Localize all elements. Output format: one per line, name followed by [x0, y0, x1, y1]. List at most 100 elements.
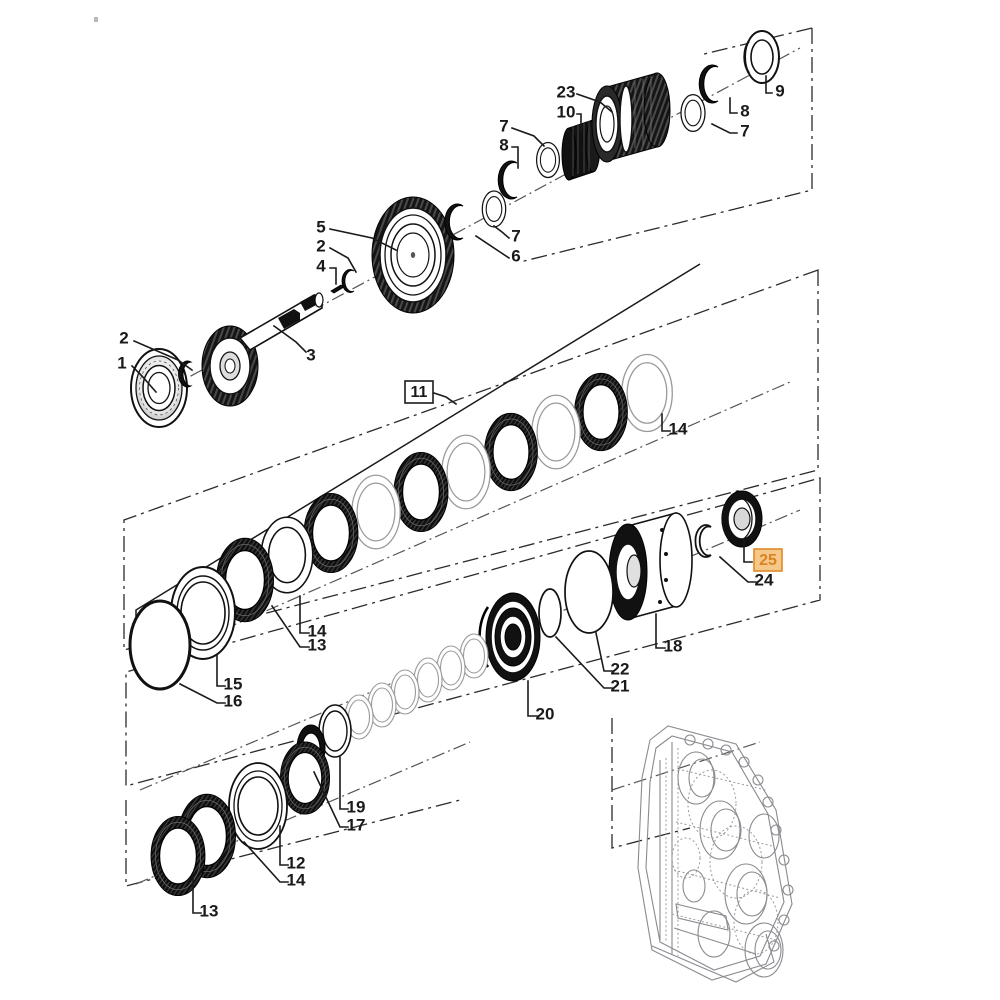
callout-label: 9: [775, 81, 784, 100]
callout-25-highlighted: 25: [753, 548, 783, 572]
callout-label: 7: [499, 116, 508, 135]
callout-label: 10: [557, 102, 576, 121]
part-4-dowel-pin: [330, 284, 345, 294]
leader-22: [595, 632, 613, 672]
callout-20: 20: [536, 704, 555, 723]
callout-7: 7: [499, 116, 508, 135]
part-7-thrust-washer-c: [680, 93, 706, 133]
part-7-thrust-washer: [481, 190, 507, 228]
leader-3: [272, 324, 308, 354]
leader-6: [474, 234, 511, 260]
group-boundaries: [123, 27, 821, 887]
callout-13: 13: [200, 901, 219, 920]
part-9-thrust-washer: [743, 30, 780, 84]
leader-lines: [130, 75, 773, 914]
callout-5: 5: [316, 217, 325, 236]
leader-9: [765, 75, 773, 94]
callout-16: 16: [224, 691, 243, 710]
leader-14b: [299, 595, 310, 634]
axis-lower: [139, 509, 801, 791]
clutch-disc-14c: [441, 434, 491, 510]
axis-middle: [139, 381, 791, 667]
callout-label: 19: [347, 797, 366, 816]
part-20-clutch-piston: [478, 592, 541, 682]
clutch-disc-14d: [351, 474, 401, 550]
callout-label: 20: [536, 704, 555, 723]
callout-3: 3: [306, 345, 315, 364]
callout-label: 18: [664, 636, 683, 655]
callout-12: 12: [287, 853, 306, 872]
callout-19: 19: [347, 797, 366, 816]
clutch-pack-assembly: [128, 353, 673, 691]
leader-13b: [192, 877, 202, 914]
axis-housing: [611, 741, 761, 791]
callout-6: 6: [511, 246, 520, 265]
part-3-shaft-with-gear: [201, 292, 324, 407]
leader-15: [216, 654, 226, 687]
clutch-disc-13b: [483, 412, 539, 492]
callout-label: 2: [316, 236, 325, 255]
callout-7: 7: [740, 121, 749, 140]
part-23-synchronizer-gear: [591, 72, 671, 163]
callout-label: 17: [347, 815, 366, 834]
transmission-housing: [637, 725, 794, 983]
leader-21: [554, 635, 613, 689]
callout-10: 10: [557, 102, 576, 121]
callout-2: 2: [316, 236, 325, 255]
part-10-roller-bearing: [561, 119, 601, 181]
callout-label: 7: [740, 121, 749, 140]
leader-18: [655, 613, 666, 649]
callout-9: 9: [775, 81, 784, 100]
callout-4: 4: [316, 256, 326, 275]
part-2-snap-ring: [178, 360, 193, 388]
bottom-disc-13b: [150, 815, 206, 897]
callout-23: 23: [557, 82, 576, 101]
part-22-o-ring: [564, 550, 614, 634]
leader-7b: [510, 126, 546, 148]
part-8-snap-ring: [497, 160, 518, 200]
leader-19: [339, 756, 349, 810]
callout-label: 6: [511, 246, 520, 265]
callout-label: 4: [316, 256, 326, 275]
callout-22: 22: [611, 659, 630, 678]
group-boundary-top-left: [699, 27, 813, 56]
leader-13a: [270, 604, 310, 648]
leader-23: [575, 92, 614, 114]
callout-label: 22: [611, 659, 630, 678]
leader-11: [432, 391, 458, 406]
part-21-o-ring: [538, 588, 562, 638]
leader-20: [527, 680, 538, 717]
callout-label: 5: [316, 217, 325, 236]
leader-5: [329, 228, 398, 252]
highlight-box: [753, 548, 783, 572]
leader-12: [279, 825, 289, 866]
part-6-snap-ring: [444, 203, 464, 241]
artifact-speck: [94, 17, 98, 22]
leader-10: [576, 113, 582, 131]
part-19-spacer-ring: [318, 704, 352, 758]
group-boundary-lower: [125, 477, 821, 787]
callout-15: 15: [224, 674, 243, 693]
part-18-clutch-drum: [608, 511, 693, 621]
leader-17: [312, 770, 349, 828]
clutch-disc-14a: [621, 353, 673, 433]
part-25-ball-bearing: [721, 490, 763, 548]
leader-8b: [729, 97, 738, 114]
part-12-friction-disc: [228, 762, 288, 850]
leader-24: [718, 555, 757, 583]
part-7-thrust-washer-b: [535, 141, 561, 179]
callout-label: 23: [557, 82, 576, 101]
callout-21: 21: [611, 676, 630, 695]
callout-label: 8: [499, 135, 508, 154]
part-5-drive-gear: [371, 196, 455, 314]
callout-14: 14: [669, 419, 688, 438]
callout-label: 13: [200, 901, 219, 920]
callout-label: 16: [224, 691, 243, 710]
callout-numbers: 1234256787102378911141314151617191214132…: [117, 81, 784, 920]
callout-label: 25: [759, 552, 777, 569]
callout-8: 8: [499, 135, 508, 154]
callout-label: 12: [287, 853, 306, 872]
leader-14a: [661, 413, 671, 432]
